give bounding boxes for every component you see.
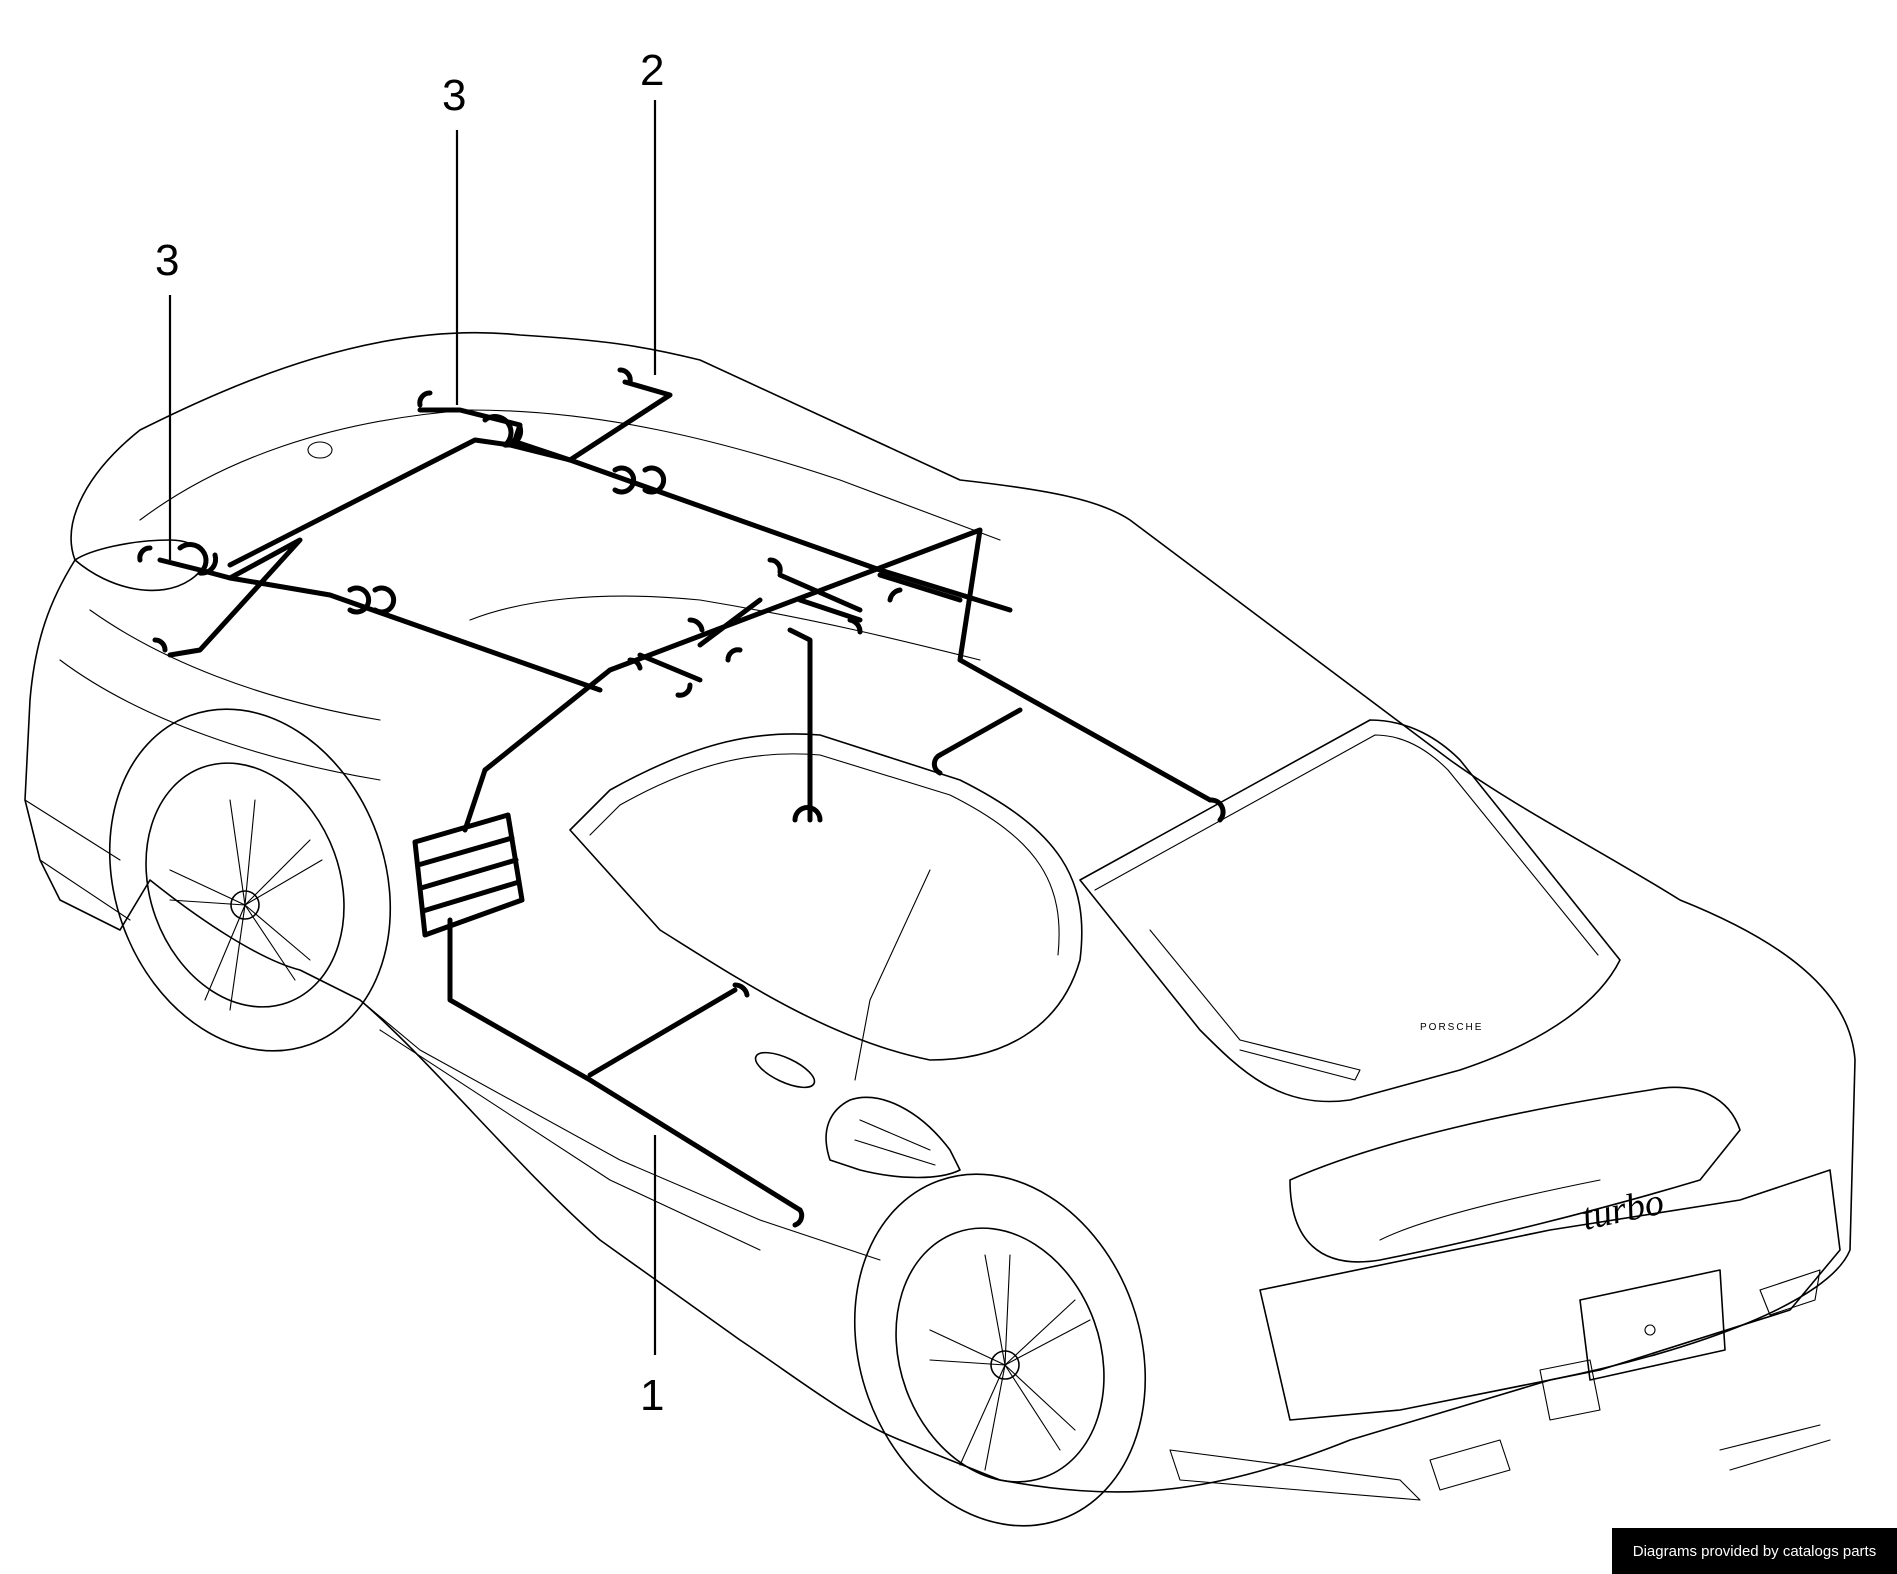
rear-wheel (853, 1173, 1147, 1527)
callout-1-label: 1 (640, 1371, 664, 1420)
fuse-relay-block (412, 812, 525, 938)
side-air-intake (825, 1096, 961, 1179)
diagram-credit: Diagrams provided by catalogs parts (1612, 1528, 1897, 1574)
car-body: PORSCHE turbo (24, 331, 1856, 1501)
callout-3-roof-label: 3 (442, 71, 466, 120)
callouts: 1 2 3 3 (155, 46, 664, 1420)
license-plate-area (1579, 1269, 1726, 1381)
callout-3-front-label: 3 (155, 236, 179, 285)
front-wheel (108, 708, 392, 1052)
body-outline (24, 331, 1856, 1493)
rear-window (1079, 719, 1621, 1103)
door-handle (754, 1051, 816, 1089)
turbo-badge: turbo (1578, 1181, 1667, 1239)
wiring-harness (137, 367, 1226, 1228)
callout-2-label: 2 (640, 46, 664, 95)
side-window (569, 733, 1083, 1061)
rear-window-badge: PORSCHE (1420, 1022, 1483, 1033)
